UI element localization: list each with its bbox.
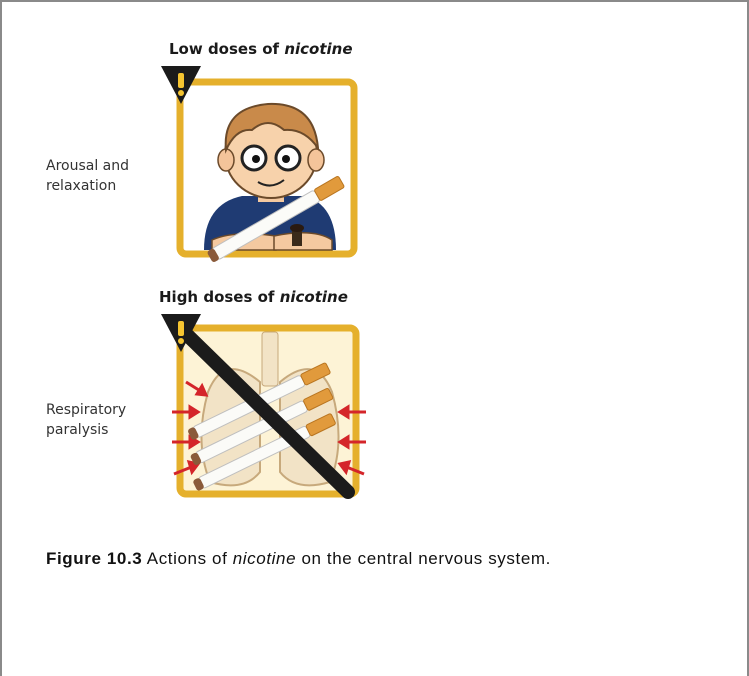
caption-text-before: Actions of [147,549,228,568]
caption-text-after: on the central nervous system. [301,549,551,568]
panel-heading-low-dose: Low doses of nicotine [169,40,353,58]
heading-emphasis: nicotine [280,288,348,306]
figure-number: Figure 10.3 [46,549,142,568]
side-label-respiratory: Respiratory paralysis [46,400,141,440]
side-label-arousal: Arousal and relaxation [46,156,141,196]
heading-prefix: Low doses of [169,40,279,58]
warning-triangle-icon [159,64,203,108]
warning-triangle-icon [159,312,203,356]
caption-emphasis: nicotine [233,549,296,568]
heading-emphasis: nicotine [284,40,352,58]
figure-caption: Figure 10.3 Actions of nicotine on the c… [46,549,551,569]
heading-prefix: High doses of [159,288,274,306]
panel-heading-high-dose: High doses of nicotine [159,288,348,306]
